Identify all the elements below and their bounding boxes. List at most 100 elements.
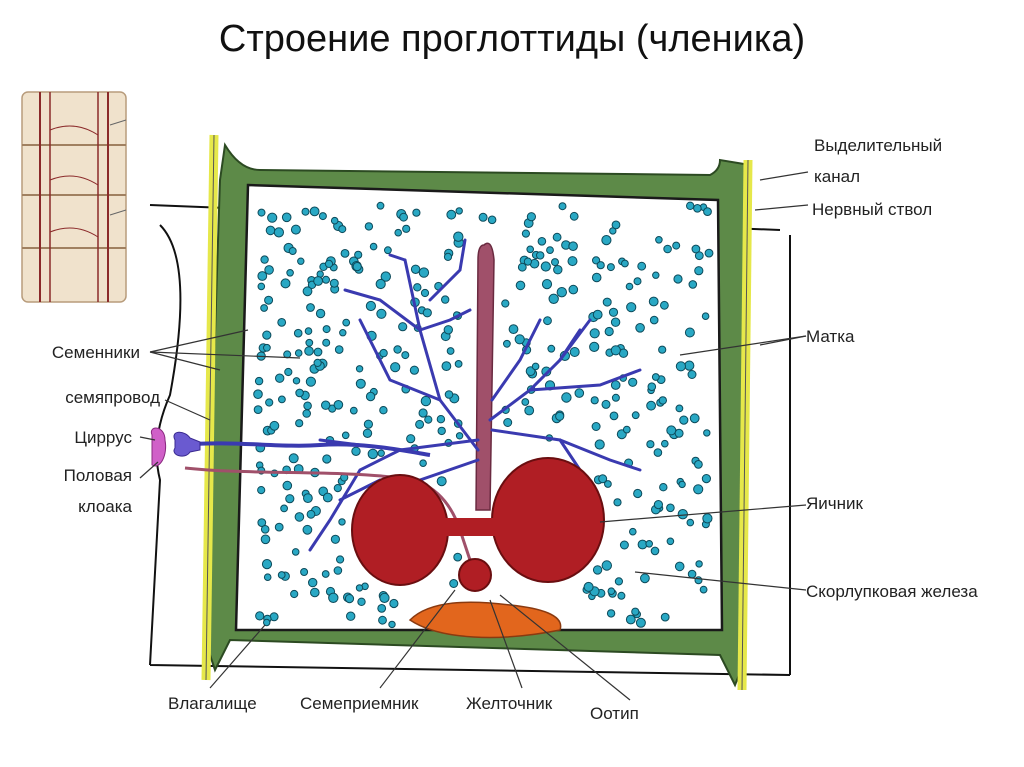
testis-dot xyxy=(658,396,667,405)
testis-dot xyxy=(420,395,432,407)
ootype-shape xyxy=(458,558,492,592)
testis-dot xyxy=(702,513,713,524)
testis-dot xyxy=(674,428,684,438)
testis-dot xyxy=(701,312,710,321)
testis-dot xyxy=(338,518,346,526)
testis-dot xyxy=(376,201,385,210)
testis-dot xyxy=(648,296,659,307)
testis-dot xyxy=(367,448,378,460)
testis-dot xyxy=(322,492,333,503)
testis-dot xyxy=(663,244,672,254)
testis-dot xyxy=(693,484,704,495)
testis-dot xyxy=(377,604,387,613)
testis-dot xyxy=(689,413,700,424)
testis-dot xyxy=(257,518,267,527)
testis-dot xyxy=(610,380,621,390)
testis-dot xyxy=(591,422,601,431)
testis-dot xyxy=(365,391,376,402)
testis-dot xyxy=(306,303,315,312)
ovary xyxy=(351,457,605,586)
testis-dot xyxy=(346,611,356,621)
testis-dot xyxy=(321,400,331,410)
testis-dot xyxy=(684,360,695,371)
testis-dot xyxy=(629,527,637,536)
testis-dot xyxy=(305,338,314,347)
testis-dot xyxy=(292,377,301,385)
testis-dot xyxy=(453,552,463,562)
testis-dot xyxy=(610,345,621,356)
testis-dot xyxy=(443,252,453,261)
testis-dot xyxy=(660,300,669,310)
testis-dot xyxy=(255,611,265,621)
testis-dot xyxy=(536,251,545,260)
testis-dot xyxy=(541,279,553,290)
testis-dot xyxy=(645,540,654,548)
testis-dot xyxy=(355,365,364,373)
testis-dot xyxy=(379,592,390,604)
testis-dot xyxy=(412,208,421,217)
testis-dot xyxy=(590,396,599,405)
testis-dot xyxy=(553,265,563,275)
testis-dot xyxy=(260,525,270,534)
testis-dot xyxy=(541,366,552,377)
testis-dot xyxy=(666,537,675,546)
testis-dot xyxy=(569,211,579,221)
label-testes: Семенники xyxy=(51,343,140,362)
testis-dot xyxy=(453,231,464,242)
testis-dot xyxy=(446,347,455,355)
testis-dot xyxy=(306,509,316,519)
testis-dot xyxy=(646,440,655,449)
testis-dot xyxy=(304,346,314,356)
testis-dot xyxy=(277,571,286,579)
testis-dot xyxy=(402,224,411,233)
testis-dot xyxy=(688,280,698,289)
testis-dot xyxy=(635,323,645,333)
testis-dot xyxy=(310,587,320,598)
testis-dot xyxy=(568,284,579,295)
testis-dot xyxy=(455,432,464,440)
testis-dot xyxy=(265,225,276,236)
testis-dot xyxy=(275,373,285,383)
testis-dot xyxy=(704,248,714,258)
testis-dot xyxy=(441,295,450,304)
testis-dot xyxy=(263,618,271,627)
testis-dot xyxy=(379,406,388,415)
testis-dot xyxy=(321,570,330,578)
testis-dot xyxy=(508,324,519,335)
testis-dot xyxy=(261,559,273,570)
testis-dot xyxy=(336,555,345,564)
testis-dot xyxy=(687,370,697,379)
testis-dot xyxy=(291,548,300,556)
testis-dot xyxy=(622,425,631,434)
testis-dot xyxy=(379,348,388,358)
testis-dot xyxy=(375,278,386,290)
testis-dot xyxy=(364,222,374,231)
testis-dot xyxy=(254,376,264,386)
testis-dot xyxy=(339,329,347,337)
testis-dot xyxy=(365,300,376,312)
testis-dot xyxy=(659,483,668,492)
testis-dot xyxy=(601,235,612,246)
testis-dot xyxy=(547,344,556,353)
testis-dot xyxy=(617,591,626,600)
testis-dot xyxy=(418,408,428,418)
testis-dot xyxy=(602,297,612,307)
testis-dot xyxy=(441,361,452,372)
testis-dot xyxy=(531,362,540,371)
testis-dot xyxy=(333,400,344,410)
testis-dot xyxy=(556,287,567,298)
testis-dot xyxy=(625,282,634,291)
testis-dot xyxy=(567,256,578,267)
label-cirrus: Циррус xyxy=(74,428,132,447)
testis-dot xyxy=(333,566,343,575)
testis-dot xyxy=(666,425,677,436)
testis-dot xyxy=(295,388,304,398)
testis-dot xyxy=(277,318,287,327)
testis-dot xyxy=(406,434,416,444)
testis-dot xyxy=(693,204,702,213)
testis-dot xyxy=(487,215,497,225)
testis-dot xyxy=(503,339,511,348)
testis-dot xyxy=(344,594,355,604)
testis-dot xyxy=(517,262,527,272)
